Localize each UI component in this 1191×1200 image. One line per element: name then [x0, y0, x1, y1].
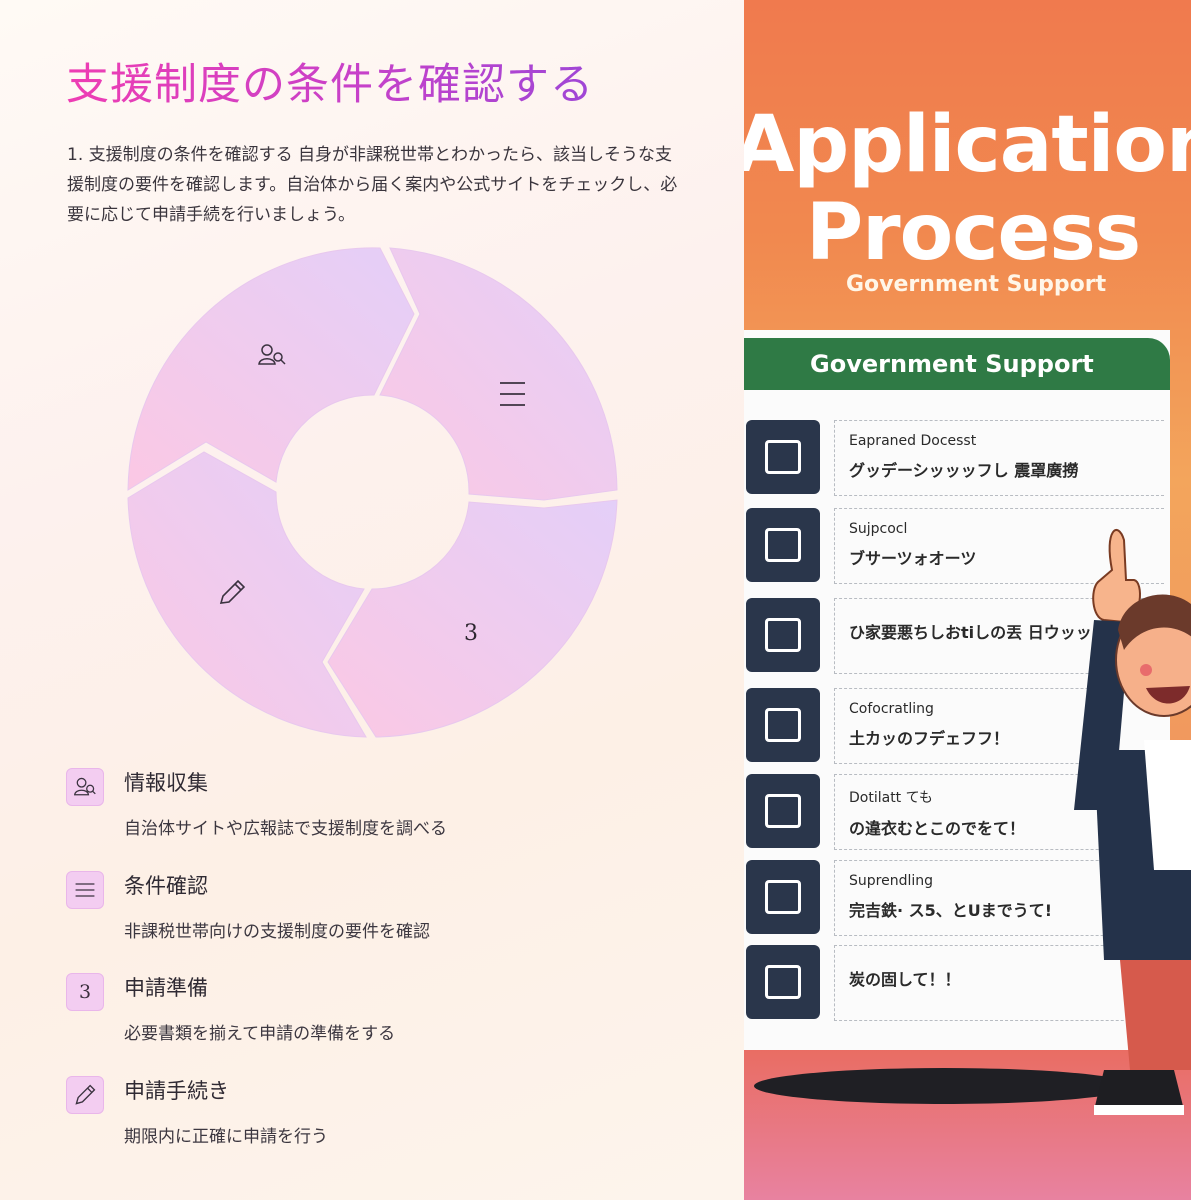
illustration-row: Eapraned Docesst グッデーシッッッフし 震罩廣撈 [746, 420, 1166, 498]
row-text: Dotilatt ても の違衣むとこのでをて！ [834, 774, 1164, 850]
illustration-row: Cofocratling 土カッのフデェフフ！ [746, 688, 1166, 766]
user-search-icon [258, 344, 286, 365]
cycle-step-3-number: 3 [464, 621, 478, 646]
pencil-icon [66, 1075, 104, 1114]
row-text: Sujpcocl ブサーツォオーツ [834, 508, 1164, 584]
legend-description: 必要書類を揃えて申請の準備をする [124, 1024, 396, 1044]
network-icon [746, 860, 820, 934]
illustration-row: ひ家要悪ちしおtiしの丟 日ウッッラッフ [746, 598, 1166, 676]
illustration-title-line1: Application [744, 100, 1191, 190]
illustration-title-line2: Process [806, 188, 1141, 278]
illustration-row: Dotilatt ても の違衣むとこのでをて！ [746, 774, 1166, 852]
legend-description: 自治体サイトや広報誌で支援制度を調べる [124, 819, 447, 839]
pencil-icon [219, 579, 246, 604]
row-line-b: 土カッのフデェフフ！ [849, 729, 1010, 748]
cycle-segment-preparation [327, 499, 618, 738]
row-text: Cofocratling 土カッのフデェフフ！ [834, 688, 1164, 764]
legend-item-info: 情報収集 自治体サイトや広報誌で支援制度を調べる [66, 764, 706, 867]
steps-legend: 情報収集 自治体サイトや広報誌で支援制度を調べる 条件確認 非課税世帯向けの支援… [66, 764, 706, 1174]
row-line-b: ブサーツォオーツ [849, 549, 977, 568]
step-number-badge: 3 [66, 973, 104, 1011]
row-line-b: グッデーシッッッフし 震罩廣撈 [849, 461, 1079, 480]
menu-lines-icon [500, 382, 525, 406]
legend-item-application: 申請手続き 期限内に正確に申請を行う [66, 1072, 706, 1175]
row-line-a: Dotilatt ても [849, 790, 933, 806]
page-title: 支援制度の条件を確認する [66, 50, 594, 112]
legend-item-preparation: 3 申請準備 必要書類を揃えて申請の準備をする [66, 969, 706, 1072]
illustration-image: Application Process Government Support G… [744, 0, 1191, 1200]
illustration-shadow [754, 1068, 1134, 1104]
row-line-b: 炭の固して！！ [849, 970, 961, 989]
row-line-a: Suprendling [849, 873, 934, 889]
cycle-segment-conditions [379, 247, 618, 501]
legend-title: 情報収集 [124, 771, 208, 795]
mail-icon [746, 774, 820, 848]
envelope-icon [746, 598, 820, 672]
content-panel: 支援制度の条件を確認する 1. 支援制度の条件を確認する 自身が非課税世帯とわか… [0, 0, 744, 1200]
illustration-banner: Government Support [744, 338, 1170, 390]
legend-title: 申請手続き [124, 1078, 229, 1103]
menu-lines-icon [66, 870, 104, 909]
row-line-a: Cofocratling [849, 701, 934, 717]
building-icon [746, 945, 820, 1019]
legend-item-conditions: 条件確認 非課税世帯向けの支援制度の要件を確認 [66, 867, 706, 970]
cycle-svg: 3 [127, 247, 618, 738]
legend-title: 条件確認 [124, 873, 208, 898]
row-line-b: ひ家要悪ちしおtiしの丟 日ウッッラッフ [849, 623, 1140, 642]
row-line-b: の違衣むとこのでをて！ [849, 819, 1026, 838]
row-text: Eapraned Docesst グッデーシッッッフし 震罩廣撈 [834, 420, 1164, 496]
row-text: 炭の固して！！ [834, 945, 1164, 1021]
form-icon [746, 688, 820, 762]
row-line-a: Sujpcocl [849, 521, 908, 537]
illustration-row: 炭の固して！！ [746, 945, 1166, 1023]
row-line-a: Eapraned Docesst [849, 433, 977, 449]
clipboard-icon [746, 508, 820, 582]
illustration-row: Suprendling 完吉鉄· ス5、とUまでうて! [746, 860, 1166, 938]
process-cycle-diagram: 3 [112, 232, 632, 752]
document-icon [746, 420, 820, 494]
legend-description: 非課税世帯向けの支援制度の要件を確認 [124, 921, 430, 942]
user-search-icon [66, 768, 104, 806]
cartoon-man-pointing [1074, 529, 1191, 1115]
intro-paragraph: 1. 支援制度の条件を確認する 自身が非課税世帯とわかったら、該当しそうな支援制… [67, 145, 678, 225]
row-text: Suprendling 完吉鉄· ス5、とUまでうて! [834, 860, 1164, 936]
illustration-row: Sujpcocl ブサーツォオーツ [746, 508, 1166, 586]
cycle-segment-application [127, 451, 367, 738]
row-line-b: 完吉鉄· ス5、とUまでうて! [849, 901, 1053, 920]
legend-title: 申請準備 [124, 976, 208, 1000]
row-text: ひ家要悪ちしおtiしの丟 日ウッッラッフ [834, 598, 1164, 674]
cycle-segment-info [127, 247, 415, 491]
legend-description: 期限内に正確に申請を行う [124, 1126, 328, 1147]
illustration-subtitle: Government Support [846, 272, 1107, 297]
